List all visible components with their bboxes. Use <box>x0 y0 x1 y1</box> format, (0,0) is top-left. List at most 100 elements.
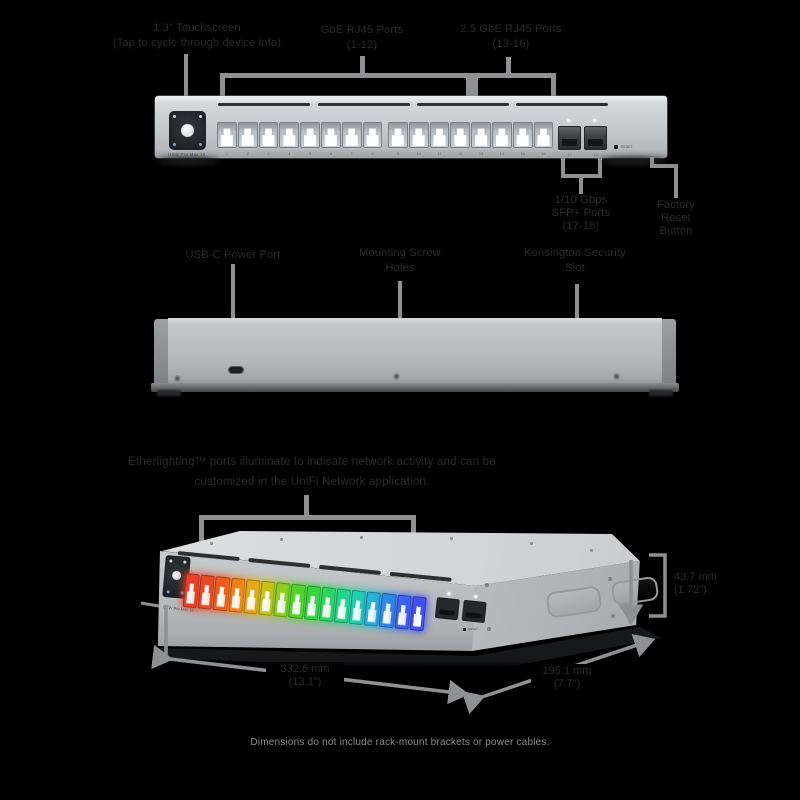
callout-sfp-line1: 1/10 Gbps <box>554 194 608 206</box>
display-status-icon <box>173 115 176 118</box>
dim-height-mm: 43.7 mm <box>674 571 717 583</box>
foot-shadow <box>649 390 673 396</box>
sfp-port-18 <box>461 599 487 624</box>
etherlighting-port <box>288 583 306 620</box>
screw-icon <box>608 577 612 581</box>
bracket-rj45 <box>220 73 478 78</box>
callout-rj45-line1: GbE RJ45 Ports <box>320 24 404 36</box>
rj45-jack-icon <box>533 122 554 148</box>
leader-reset-h <box>650 164 678 168</box>
rack-ear-right <box>661 319 676 392</box>
leader-sfp-right <box>598 158 602 178</box>
display-status-icon <box>173 143 176 146</box>
bracket-etherlighting <box>199 515 416 520</box>
rj45-port: 16 <box>533 122 554 156</box>
foot-shadow <box>157 390 181 396</box>
port-number-label: 3 <box>267 151 270 156</box>
port-number-label: 7 <box>350 151 353 156</box>
port-number-label: 5 <box>308 151 312 156</box>
display-circle-icon <box>181 124 194 137</box>
rj45-jack-icon <box>258 122 279 148</box>
rj45-jack-icon <box>429 122 450 148</box>
rj45-port: 7 <box>341 122 362 156</box>
rj45-port: 1 <box>217 122 237 156</box>
callout-security-line2: Slot <box>565 262 585 274</box>
rj45-port: 5 <box>300 122 320 156</box>
display-status-icon <box>169 559 173 563</box>
port-number-label: 16 <box>541 151 546 156</box>
etherlighting-title: Etherlighting™ ports illuminate to indic… <box>62 452 562 492</box>
rj45-port: 15 <box>512 122 533 156</box>
top-screw-icon <box>280 538 283 541</box>
callout-power-line1: USB-C Power Port <box>185 249 281 261</box>
port-number-label: 12 <box>458 151 463 156</box>
port-number-label: 15 <box>520 151 525 156</box>
etherlighting-title-line1: Etherlighting™ ports illuminate to indic… <box>128 456 496 468</box>
leader-mount <box>398 281 402 318</box>
port-number-label: 2 <box>246 151 249 156</box>
leader-touchscreen <box>184 54 188 97</box>
reset-button <box>614 145 618 149</box>
port-number-label: 14 <box>499 151 505 156</box>
rj45-port: 12 <box>450 122 471 156</box>
bracket-sfp <box>561 174 602 178</box>
rj45-port: 4 <box>279 122 300 156</box>
callout-power: USB-C Power Port <box>183 248 283 263</box>
rj45-jack-icon <box>512 122 533 148</box>
display-circle-icon <box>171 570 182 581</box>
bracket-25g <box>474 73 556 78</box>
rj45-jack-icon <box>300 122 320 148</box>
top-screw-icon <box>450 537 453 540</box>
sfp-number: 18 <box>593 152 598 157</box>
switch-isometric-view: USW Pro Max 16 RESET <box>150 524 675 664</box>
callout-sfp: 1/10 Gbps SFP+ Ports (17-18) <box>543 194 619 233</box>
display-status-icon <box>183 560 187 564</box>
vent-slit <box>516 103 608 106</box>
callout-rj45-25g-line2: (13-16) <box>492 38 530 50</box>
callout-sfp-line2: SFP+ Ports <box>551 207 611 219</box>
screw-icon <box>487 627 491 631</box>
rj45-jack-icon <box>408 122 429 148</box>
model-label: USW Pro Max 16 <box>168 152 206 157</box>
leader-sfp-stem <box>579 178 583 194</box>
callout-reset-line2: Reset <box>661 212 691 224</box>
leader-sfp-left <box>561 158 565 178</box>
leader-25g-stem <box>506 57 511 74</box>
sfp-port-17 <box>558 126 581 150</box>
rj45-port: 14 <box>491 122 512 156</box>
rj45-jack-icon <box>388 122 408 148</box>
callout-security: Kensington Security Slot <box>512 246 638 276</box>
rj45-jack-icon <box>279 122 300 148</box>
rj45-jack-icon <box>217 122 237 148</box>
vent-slit <box>218 103 310 106</box>
port-number-label: 11 <box>437 151 442 156</box>
dim-height-label: 43.7 mm (1.72") <box>671 570 720 598</box>
etherlighting-title-line2: customized in the UniFi Network applicat… <box>194 476 430 488</box>
rj45-jack-icon <box>237 122 258 148</box>
leader-security <box>575 284 579 318</box>
dim-width-label: 332.6 mm (13.1") <box>266 662 344 690</box>
top-screw-icon <box>360 536 363 539</box>
leader-reset-v2 <box>674 164 678 198</box>
front-shadow <box>600 157 666 165</box>
port-number-label: 13 <box>478 151 484 156</box>
leader-etherlighting-stem <box>304 495 309 518</box>
rack-ear-left <box>154 319 169 392</box>
display-status-icon <box>199 115 202 118</box>
screw-icon <box>393 373 400 380</box>
port-number-label: 9 <box>396 151 400 156</box>
bracket-rj45-drop-right <box>466 77 478 96</box>
dim-depth-label: 195.1 mm (7.7") <box>531 664 603 692</box>
callout-rj45: GbE RJ45 Ports (1-12) <box>300 23 424 53</box>
switch-back-view <box>168 318 662 384</box>
dim-depth-in: (7.7") <box>553 678 581 690</box>
etherlighting-port <box>378 592 397 629</box>
bracket-etherlighting-drop-left <box>199 519 204 542</box>
dim-height-in: (1.72") <box>674 584 707 596</box>
top-screw-icon <box>530 542 533 545</box>
front-shadow <box>158 157 218 165</box>
